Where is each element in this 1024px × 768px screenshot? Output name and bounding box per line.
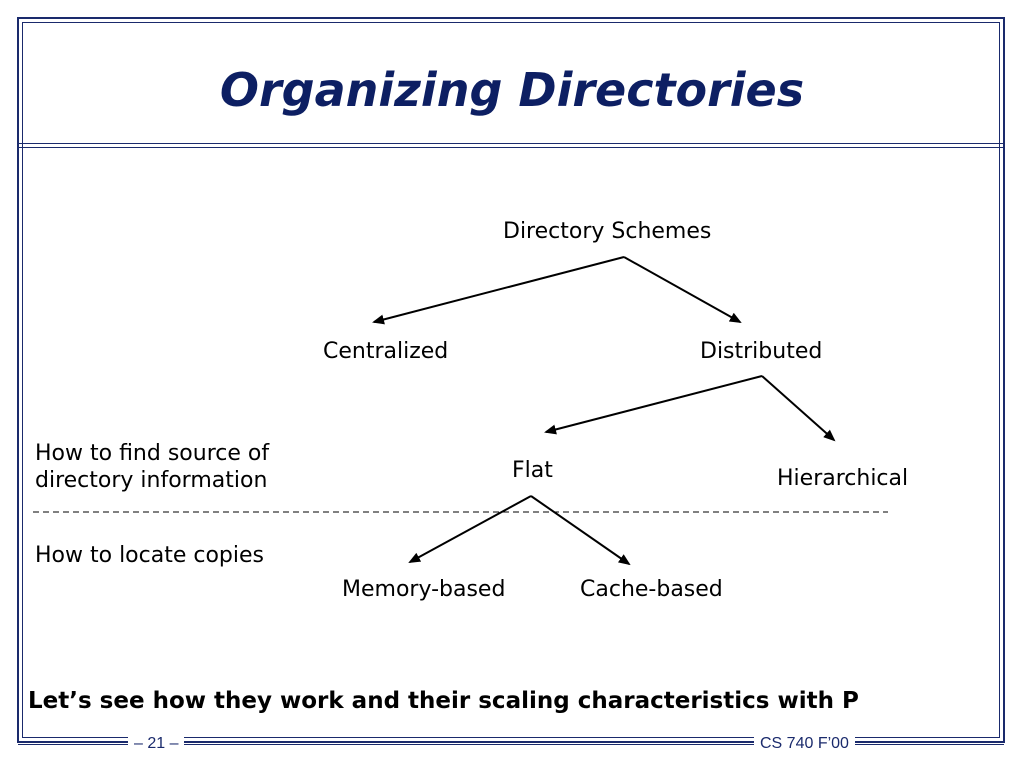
- edge-distributed-to-hierarchical: [761, 375, 836, 442]
- title-divider-top: [18, 143, 1004, 144]
- edge-flat-to-memory-based: [408, 495, 532, 563]
- title-divider-bottom: [18, 147, 1004, 148]
- page-number: – 21 –: [128, 733, 185, 755]
- node-memory-based: Memory-based: [342, 577, 506, 602]
- label-find-source-line2: directory information: [35, 468, 268, 493]
- label-locate-copies: How to locate copies: [35, 543, 265, 568]
- summary-text: Let’s see how they work and their scalin…: [28, 688, 859, 714]
- node-centralized: Centralized: [323, 339, 449, 364]
- edge-distributed-to-flat: [544, 375, 763, 435]
- footer-rule: [18, 742, 1004, 745]
- node-directory-schemes: Directory Schemes: [503, 219, 712, 244]
- edge-flat-to-cache-based: [530, 495, 631, 566]
- label-find-source-line1: How to find source of: [35, 441, 270, 466]
- course-label: CS 740 F’00: [754, 733, 855, 755]
- node-distributed: Distributed: [700, 339, 823, 364]
- slide-frame-inner: [22, 22, 1000, 738]
- edge-root-to-distributed: [623, 256, 742, 323]
- node-hierarchical: Hierarchical: [777, 466, 909, 491]
- slide-title: Organizing Directories: [219, 63, 805, 117]
- node-flat: Flat: [512, 458, 553, 483]
- node-cache-based: Cache-based: [580, 577, 723, 602]
- edge-root-to-centralized: [372, 256, 625, 325]
